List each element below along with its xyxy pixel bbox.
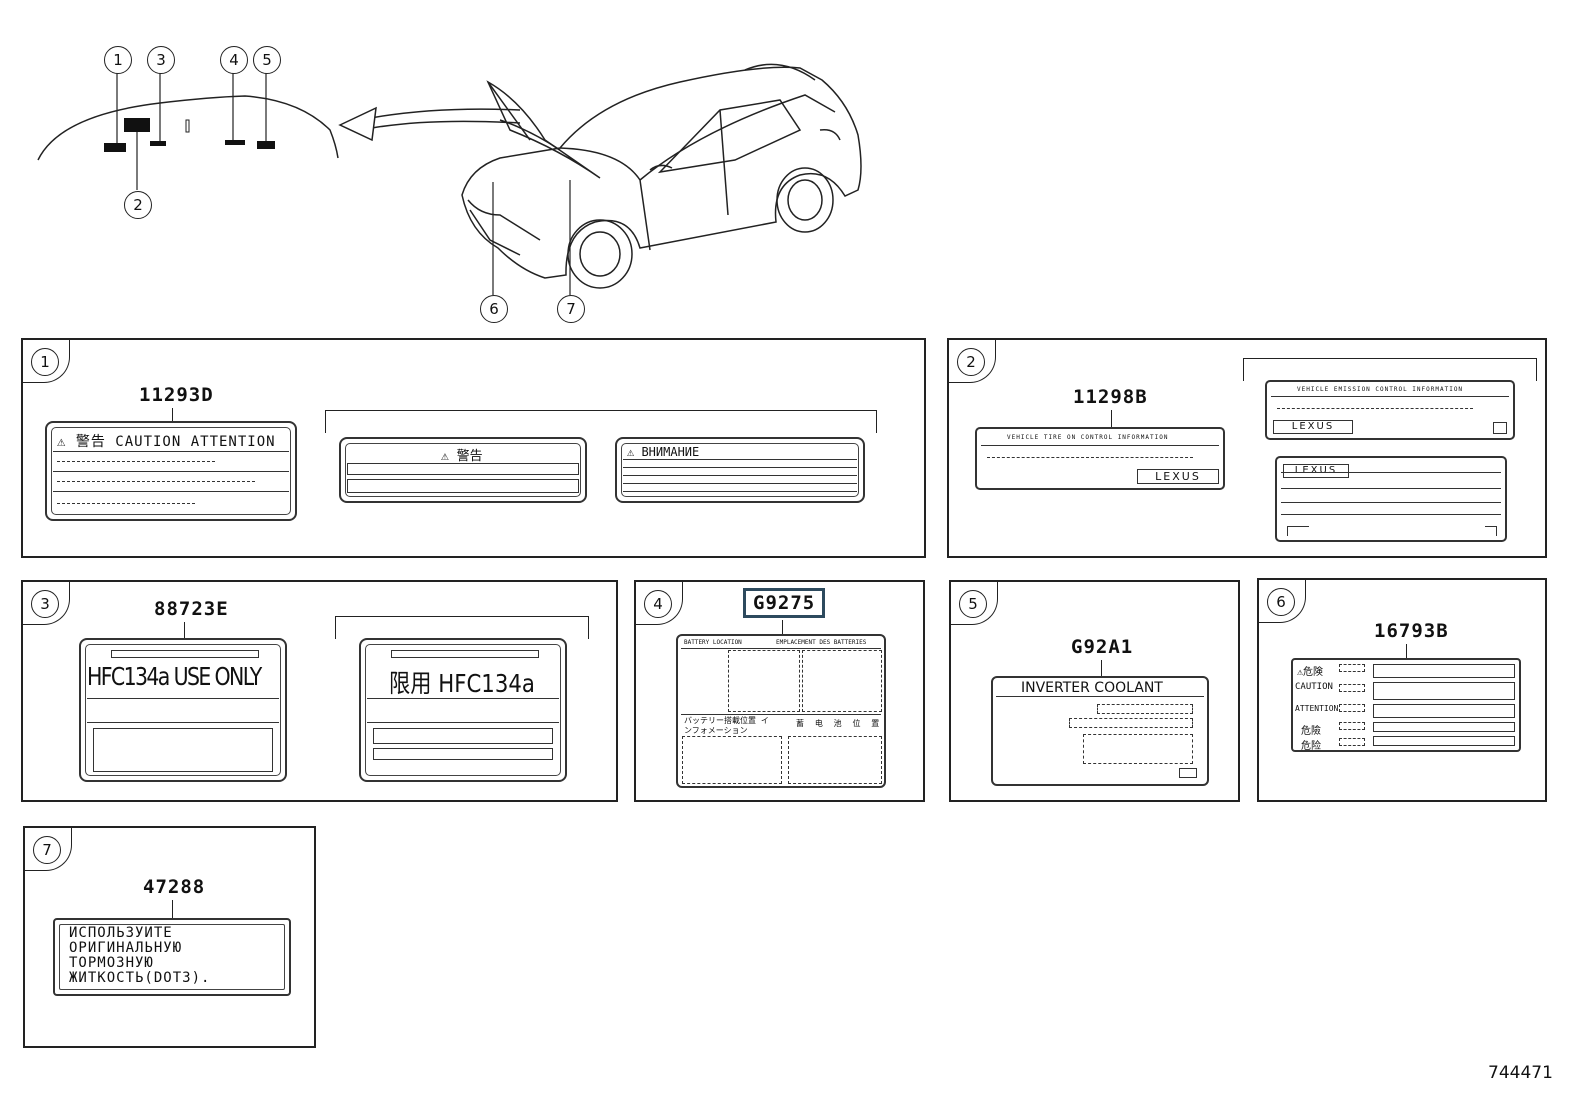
panel-number: 5 (959, 590, 987, 618)
refrigerant-text-jp: 限用 HFC134a (389, 669, 535, 698)
panel-tab: 5 (951, 582, 998, 625)
refrigerant-label-jp: 限用 HFC134a (359, 638, 567, 782)
inverter-coolant-label: INVERTER COOLANT (991, 676, 1209, 786)
part-number: 11293D (139, 384, 214, 406)
figure-id: 744471 (1488, 1063, 1553, 1083)
panel-4: 4 G9275 BATTERY LOCATION EMPLACEMENT DES… (634, 580, 925, 802)
refrigerant-label-en: HFC134a USE ONLY (79, 638, 287, 782)
multi-language-warning-label: ⚠危険 CAUTION ATTENTION 危險 危险 (1291, 658, 1521, 752)
warning-row-4: 危險 (1301, 726, 1321, 737)
lexus-logo: LEXUS (1137, 469, 1219, 484)
callout-5: 5 (253, 46, 281, 74)
callout-2: 2 (124, 191, 152, 219)
jp-label-title: ⚠ 警告 (441, 449, 483, 464)
callout-4: 4 (220, 46, 248, 74)
lexus-logo: LEXUS (1283, 464, 1349, 478)
japanese-warning-label: ⚠ 警告 (339, 437, 587, 503)
tire-info-label: VEHICLE TIRE ON CONTROL INFORMATION LEXU… (975, 427, 1225, 490)
leader-line (1111, 410, 1112, 428)
brake-fluid-line-3: ТОРМОЗНУЮ (69, 955, 154, 971)
panel-1: 1 11293D ⚠ 警告 CAUTION ATTENTION ⚠ 警告 ⚠ В… (21, 338, 926, 558)
inverter-coolant-title: INVERTER COOLANT (1021, 680, 1163, 696)
brake-fluid-label: ИСПОЛЬЗУИТЕ ОРИГИНАЛЬНУЮ ТОРМОЗНУЮ ЖИТКО… (53, 918, 291, 996)
brake-fluid-line-1: ИСПОЛЬЗУИТЕ (69, 925, 173, 941)
brake-fluid-line-2: ОРИГИНАЛЬНУЮ (69, 940, 183, 956)
part-number: 47288 (143, 876, 206, 898)
callout-3: 3 (147, 46, 175, 74)
leader-line (1101, 660, 1102, 676)
panel-tab: 2 (949, 340, 996, 383)
panel-tab: 3 (23, 582, 70, 625)
part-number: G92A1 (1071, 636, 1134, 658)
battery-location-label: BATTERY LOCATION EMPLACEMENT DES BATTERI… (676, 634, 886, 788)
hood-outline-diagram (37, 72, 521, 190)
variant-bracket (325, 410, 877, 433)
panel-6: 6 16793B ⚠危険 CAUTION ATTENTION 危險 危险 (1257, 578, 1547, 802)
panel-tab: 7 (25, 828, 72, 871)
callout-6: 6 (480, 295, 508, 323)
leader-line (782, 620, 783, 634)
leader-line (184, 622, 185, 638)
warning-row-5: 危险 (1301, 741, 1321, 752)
warning-row-1: ⚠危険 (1297, 667, 1324, 678)
part-number: 11298B (1073, 386, 1148, 408)
panel-5: 5 G92A1 INVERTER COOLANT (949, 580, 1240, 802)
panel-number: 7 (33, 836, 61, 864)
warning-row-3: ATTENTION (1295, 704, 1339, 713)
panel-number: 6 (1267, 588, 1295, 616)
battery-jp-right: 蓄 电 池 位 置 (796, 719, 883, 728)
variant-bracket (335, 616, 589, 639)
vehicle-illustration (461, 63, 862, 295)
ru-label-title: ⚠ ВНИМАНИЕ (627, 445, 700, 459)
battery-header-right: EMPLACEMENT DES BATTERIES (776, 639, 867, 646)
part-number-highlighted: G9275 (743, 588, 826, 618)
russian-warning-label: ⚠ ВНИМАНИЕ (615, 437, 865, 503)
refrigerant-text-en: HFC134a USE ONLY (87, 662, 262, 691)
callout-7: 7 (557, 295, 585, 323)
emission-label-header: VEHICLE EMISSION CONTROL INFORMATION (1297, 386, 1464, 393)
panel-number: 2 (957, 348, 985, 376)
leader-line (172, 900, 173, 918)
emission-info-label: VEHICLE EMISSION CONTROL INFORMATION LEX… (1265, 380, 1515, 440)
variant-bracket (1243, 358, 1537, 381)
caution-label: ⚠ 警告 CAUTION ATTENTION (45, 421, 297, 521)
callout-1: 1 (104, 46, 132, 74)
warning-row-2: CAUTION (1295, 682, 1333, 692)
panel-number: 4 (644, 590, 672, 618)
part-number: 16793B (1374, 620, 1449, 642)
part-number: 88723E (154, 598, 229, 620)
brake-fluid-line-4: ЖИТКОСТЬ(DOT3). (69, 970, 211, 986)
panel-3: 3 88723E HFC134a USE ONLY 限用 HFC134a (21, 580, 618, 802)
battery-header-left: BATTERY LOCATION (684, 639, 742, 646)
leader-line (1406, 644, 1407, 658)
panel-tab: 1 (23, 340, 70, 383)
panel-number: 1 (31, 348, 59, 376)
caution-label-title: ⚠ 警告 CAUTION ATTENTION (57, 434, 276, 450)
panel-tab: 4 (636, 582, 683, 625)
panel-number: 3 (31, 590, 59, 618)
lexus-info-label: LEXUS (1275, 456, 1507, 542)
panel-7: 7 47288 ИСПОЛЬЗУИТЕ ОРИГИНАЛЬНУЮ ТОРМОЗН… (23, 826, 316, 1048)
panel-2: 2 11298B VEHICLE TIRE ON CONTROL INFORMA… (947, 338, 1547, 558)
panel-tab: 6 (1259, 580, 1306, 623)
tire-label-header: VEHICLE TIRE ON CONTROL INFORMATION (1007, 434, 1169, 441)
lexus-logo: LEXUS (1273, 420, 1353, 434)
leader-line (172, 408, 173, 422)
battery-jp-left: バッテリー搭載位置 インフォメーション (684, 716, 769, 735)
